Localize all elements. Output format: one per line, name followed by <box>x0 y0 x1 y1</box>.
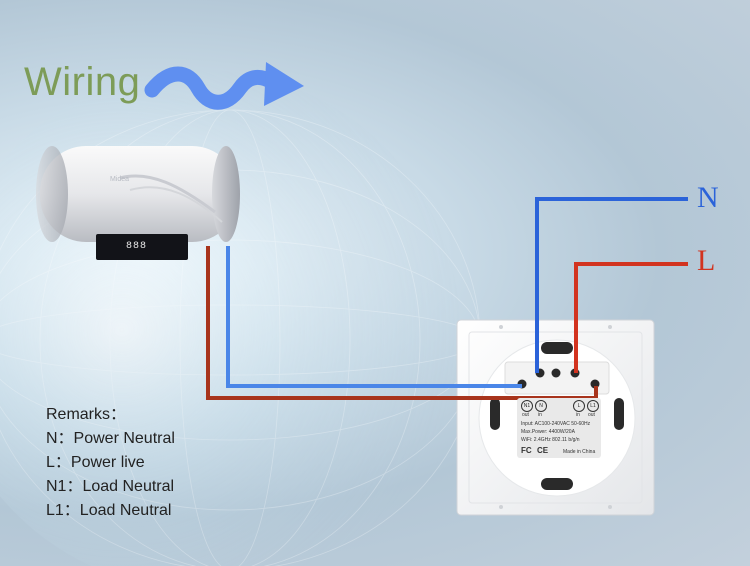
ce-logo: CE <box>537 446 549 455</box>
terminal-l1-label: L1 <box>587 400 599 412</box>
remarks-legend: Remarks： N：Power Neutral L：Power live N1… <box>46 403 175 523</box>
power-neutral-wire <box>535 197 688 373</box>
terminal-n-label: N <box>535 400 547 412</box>
terminal-n-direction: in <box>538 412 542 418</box>
wifi-rating: WiFi: 2.4GHz 802.11 b/g/n <box>521 437 580 443</box>
terminal-l-direction: in <box>576 412 580 418</box>
fcc-logo: FC <box>521 446 532 455</box>
max-power-rating: Max.Power: 4400W/20A <box>521 429 575 435</box>
remark-power-live: L：Power live <box>46 454 145 471</box>
heater-readout: 888 <box>126 241 148 252</box>
live-line-label: L <box>697 244 716 277</box>
wires <box>206 197 688 400</box>
terminal-l1-direction: out <box>588 412 595 418</box>
heater-display: 888 <box>96 234 188 260</box>
input-rating: Input: AC100-240VAC 50-60Hz <box>521 421 591 427</box>
diagram-title: Wiring <box>24 60 141 104</box>
neutral-line-label: N <box>697 181 719 214</box>
wavy-arrow-icon <box>144 62 304 110</box>
load-neutral-wire <box>226 246 522 388</box>
terminal-n1-direction: out <box>522 412 529 418</box>
water-heater <box>36 146 240 242</box>
remark-load-neutral-n1: N1：Load Neutral <box>46 478 175 495</box>
terminal-l-label: L <box>573 400 585 412</box>
load-live-wire <box>206 246 598 400</box>
terminal-n1-label: N1 <box>521 400 533 412</box>
remark-power-neutral: N：Power Neutral <box>46 430 175 447</box>
heater-brand: Midea <box>110 176 130 183</box>
remarks-heading: Remarks： <box>46 406 127 423</box>
made-in-label: Made in China <box>563 449 596 455</box>
power-live-wire <box>574 262 688 373</box>
remark-load-neutral-l1: L1：Load Neutral <box>46 502 172 519</box>
switch-rating-label: N1 N L L1 out in in out Input: AC100-240… <box>517 398 601 458</box>
